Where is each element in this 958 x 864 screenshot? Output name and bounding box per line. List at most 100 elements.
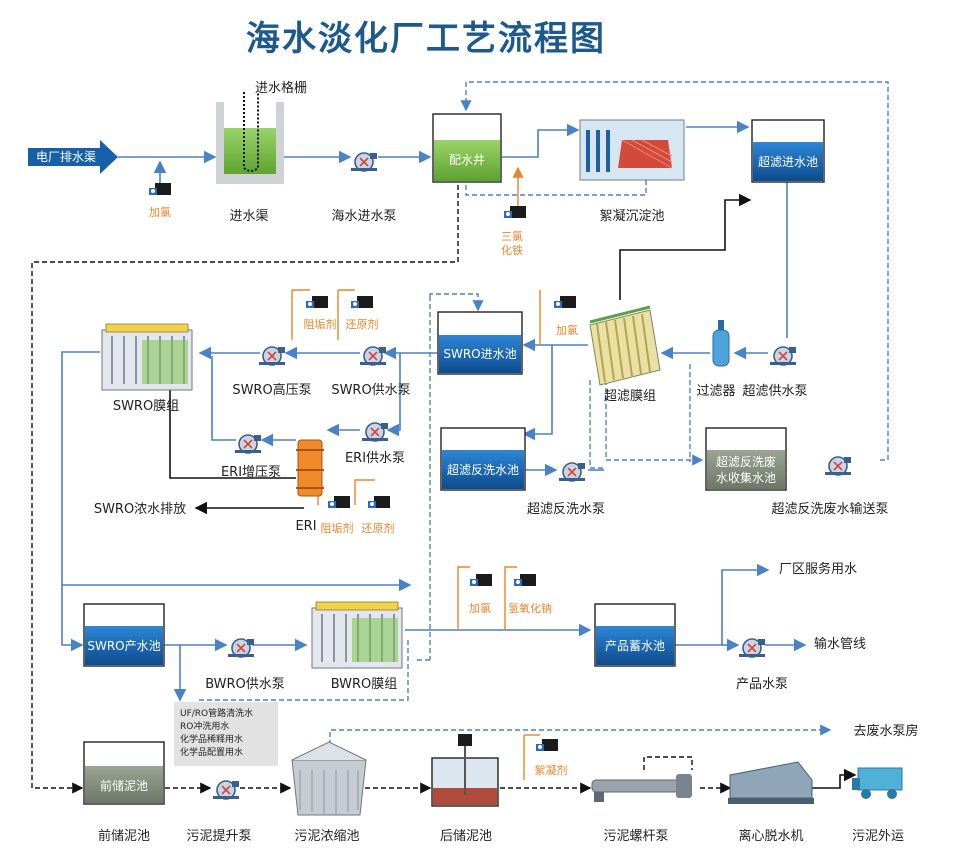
flocculation-tank: 絮凝沉淀池 [579, 119, 685, 224]
antiscalant-doser-2: 阻垢剂 [321, 496, 354, 535]
service-water-note: UF/RO管路清洗水 RO冲洗用水 化学品稀释用水 化学品配置用水 [174, 702, 278, 766]
seawater-pump-label: 海水进水泵 [331, 209, 396, 224]
uf-waste-tank-label-1: 超滤反洗废 [716, 454, 776, 469]
sludge-pre-tank-inner-label: 前储泥池 [100, 778, 148, 793]
uf-feed-tank-label: 超滤进水池 [758, 154, 818, 169]
naoh-doser: 氢氧化钠 [508, 574, 552, 615]
eri-supply-pump-label: ERI供水泵 [345, 451, 405, 466]
chlorine-doser-2: 加氯 [554, 296, 578, 337]
bwro-module-label: BWRO膜组 [331, 677, 398, 692]
coagulant-doser: 絮凝剂 [535, 739, 568, 777]
eri-booster-label: ERI增压泵 [221, 465, 281, 480]
sludge-screw-pump: 污泥螺杆泵 [591, 774, 692, 844]
seawater-intake-pump: 海水进水泵 [331, 152, 397, 224]
reductant-doser-2: 还原剂 [362, 496, 395, 535]
bwro-supply-pump-label: BWRO供水泵 [205, 677, 285, 692]
coagulant-label: 絮凝剂 [535, 763, 568, 777]
plant-service-label: 厂区服务用水 [779, 561, 857, 577]
filter: 过滤器 [696, 320, 736, 399]
swro-hp-pump-label: SWRO高压泵 [232, 382, 311, 398]
swro-high-pressure-pump: SWRO高压泵 [232, 346, 312, 398]
filter-label: 过滤器 [696, 384, 735, 399]
centrifuge: 离心脱水机 [728, 761, 814, 844]
distribution-well: 配水井 [432, 113, 502, 183]
uf-feed-tank: 超滤进水池 [751, 119, 825, 183]
swro-product-tank-label: SWRO产水池 [87, 639, 160, 653]
inlet-pipe: 电厂排水渠 [28, 140, 118, 174]
uf-backwash-tank: 超滤反洗水池 [440, 427, 526, 491]
intake-grille-label: 进水格栅 [255, 80, 307, 96]
sludge-thickener: 污泥浓缩池 [291, 741, 367, 844]
inlet-pipe-label: 电厂排水渠 [36, 150, 96, 164]
pipeline-label: 输水管线 [814, 636, 866, 652]
chlorine-3-label: 加氯 [469, 601, 491, 615]
uf-supply-pump: 超滤供水泵 [742, 346, 808, 399]
sludge-lift-pump: 污泥提升泵 [186, 780, 252, 844]
antiscalant-2-label: 阻垢剂 [321, 521, 354, 535]
product-pump-label: 产品水泵 [736, 677, 788, 692]
energy-recovery-device: ERI [295, 439, 324, 534]
note-line-1: UF/RO管路清洗水 [180, 707, 253, 719]
uf-backwash-tank-label: 超滤反洗水池 [447, 462, 519, 477]
uf-backwash-pump: 超滤反洗水泵 [527, 462, 605, 517]
intake-channel: 进水格栅 进水渠 [216, 80, 307, 224]
swro-brine-label: SWRO浓水排放 [94, 502, 186, 517]
reductant-1-label: 还原剂 [346, 317, 379, 331]
note-line-4: 化学品配置用水 [180, 746, 243, 758]
distribution-well-label: 配水井 [449, 153, 485, 167]
uf-waste-pump-label: 超滤反洗废水输送泵 [771, 501, 888, 517]
note-line-2: RO冲洗用水 [180, 720, 229, 732]
eri-booster-pump: ERI增压泵 [221, 434, 281, 480]
waste-pump-room-label: 去废水泵房 [853, 723, 918, 739]
chlorine-2-label: 加氯 [556, 323, 578, 337]
ferric-label-2: 化铁 [501, 243, 523, 257]
swro-feed-tank-label: SWRO进水池 [443, 347, 516, 361]
sludge-transport-label: 污泥外运 [852, 829, 904, 844]
uf-supply-pump-label: 超滤供水泵 [742, 384, 807, 399]
page-title: 海水淡化厂工艺流程图 [246, 19, 606, 59]
product-tank-label: 产品蓄水池 [605, 639, 665, 653]
reductant-2-label: 还原剂 [362, 521, 395, 535]
swro-supply-pump-label: SWRO供水泵 [331, 383, 410, 398]
product-storage-tank: 产品蓄水池 [594, 603, 676, 667]
swro-module-label: SWRO膜组 [113, 399, 179, 414]
swro-feed-tank: SWRO进水池 [437, 311, 523, 375]
thickener-label: 污泥浓缩池 [294, 828, 359, 844]
uf-module-label: 超滤膜组 [604, 389, 656, 404]
reductant-doser-1: 还原剂 [346, 296, 379, 331]
uf-waste-collection-tank: 超滤反洗废 水收集水池 [705, 427, 787, 491]
swro-supply-pump: SWRO供水泵 [331, 346, 411, 398]
uf-waste-transfer-pump: 超滤反洗废水输送泵 [771, 456, 889, 517]
sludge-post-tank-label: 后储泥池 [440, 829, 492, 844]
ferric-label-1: 三氯 [501, 229, 523, 243]
flow-lines [31, 81, 889, 794]
chlorine-doser-1-label: 加氯 [149, 205, 171, 219]
swro-membrane-module: SWRO膜组 [101, 323, 193, 414]
bwro-supply-pump: BWRO供水泵 [205, 638, 285, 692]
sludge-transport-truck: 污泥外运 [852, 767, 904, 844]
sludge-pre-tank-label: 前储泥池 [98, 828, 150, 844]
note-line-3: 化学品稀释用水 [180, 733, 243, 745]
sludge-pre-storage-tank: 前储泥池 前储泥池 [83, 741, 165, 844]
eri-label: ERI [295, 519, 316, 534]
ferric-doser: 三氯 化铁 [501, 206, 526, 257]
uf-backwash-pump-label: 超滤反洗水泵 [527, 502, 605, 517]
naoh-label: 氢氧化钠 [508, 601, 552, 615]
sludge-post-storage-tank: 后储泥池 [431, 734, 499, 844]
eri-supply-pump: ERI供水泵 [345, 422, 405, 466]
intake-channel-label: 进水渠 [229, 209, 268, 224]
product-water-pump: 产品水泵 [736, 638, 788, 692]
sludge-lift-pump-label: 污泥提升泵 [186, 828, 251, 844]
antiscalant-1-label: 阻垢剂 [304, 317, 337, 331]
uf-waste-tank-label-2: 水收集水池 [716, 470, 776, 485]
uf-membrane-module: 超滤膜组 [589, 305, 661, 404]
centrifuge-label: 离心脱水机 [738, 828, 803, 844]
chlorine-doser-1: 加氯 [149, 183, 171, 219]
chlorine-doser-3: 加氯 [469, 574, 492, 615]
screw-pump-label: 污泥螺杆泵 [603, 829, 668, 844]
bwro-membrane-module: BWRO膜组 [311, 601, 403, 692]
antiscalant-doser-1: 阻垢剂 [304, 296, 337, 331]
swro-product-tank: SWRO产水池 [83, 603, 165, 667]
flocculation-label: 絮凝沉淀池 [599, 208, 664, 224]
